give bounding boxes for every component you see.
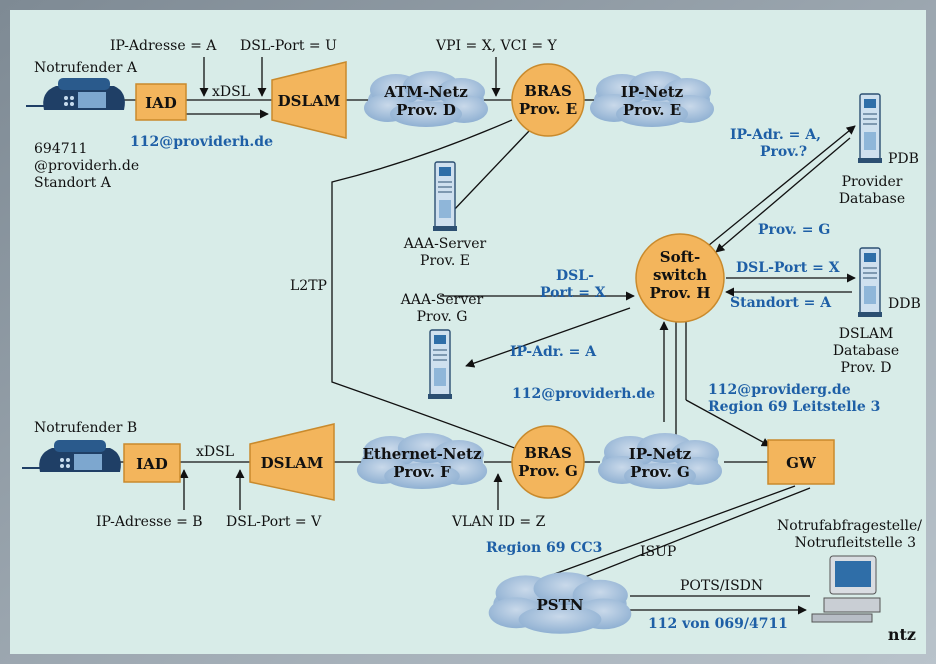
prov-g-label: Prov. = G: [758, 222, 830, 238]
cloud-icon: IP-Netz Prov. E: [590, 71, 714, 127]
standort-label: Standort = A: [730, 295, 832, 311]
connections: [44, 57, 856, 615]
pots-isdn-label: POTS/ISDN: [680, 578, 763, 594]
dslam-db-label-1: DSLAM: [839, 326, 894, 342]
cloud-icon: Ethernet-Netz Prov. F: [356, 433, 488, 489]
computer-icon: [811, 555, 881, 623]
svg-text:DSLAM: DSLAM: [278, 92, 341, 110]
svg-text:Soft-: Soft-: [660, 248, 700, 266]
provider-db-label-2: Database: [839, 191, 905, 207]
svg-text:IP-Netz: IP-Netz: [621, 83, 684, 101]
svg-text:BRAS: BRAS: [524, 444, 572, 462]
aaa-e-label-1: AAA-Server: [403, 236, 487, 252]
iad-box-b: IAD: [123, 443, 181, 483]
l2tp-label: L2TP: [290, 278, 327, 294]
xdsl-b-label: xDSL: [196, 444, 234, 460]
cloud-icon: ATM-Netz Prov. D: [364, 71, 488, 127]
notrufender-a-label: Notrufender A: [34, 60, 138, 76]
svg-text:BRAS: BRAS: [524, 82, 572, 100]
dsl-port-x-left-label-2: Port = X: [540, 285, 606, 301]
svg-text:Prov. G: Prov. G: [630, 463, 690, 481]
number-line-2: @providerh.de: [34, 158, 139, 174]
ip-adr-prov-label-2: Prov.?: [760, 144, 807, 160]
ip-adr-prov-label-1: IP-Adr. = A,: [730, 127, 821, 143]
ntz-logo: ntz: [888, 625, 916, 644]
svg-text:Prov. D: Prov. D: [396, 101, 456, 119]
bras-prov-e: BRAS Prov. E: [511, 63, 585, 137]
svg-text:DSLAM: DSLAM: [261, 454, 324, 472]
xdsl-a-label: xDSL: [212, 84, 250, 100]
vpi-vci-label: VPI = X, VCI = Y: [435, 38, 558, 54]
ddb-label: DDB: [888, 296, 921, 312]
bras-prov-g: BRAS Prov. G: [511, 425, 585, 499]
sip-gw-label-2: Region 69 Leitstelle 3: [708, 399, 880, 415]
notrufstelle-label-1: Notrufabfragestelle/: [777, 518, 922, 534]
notrufstelle-label-2: Notrufleitstelle 3: [795, 535, 916, 551]
server-icon: [857, 247, 883, 318]
ip-adresse-b-label: IP-Adresse = B: [96, 514, 203, 530]
iad-box-a: IAD: [135, 83, 187, 121]
pdb-label: PDB: [888, 151, 919, 167]
dslam-b: DSLAM: [249, 423, 335, 501]
server-icon: [857, 93, 883, 164]
dsl-port-u-label: DSL-Port = U: [240, 38, 337, 54]
dslam-db-label-3: Prov. D: [841, 360, 892, 376]
server-icon: [432, 161, 458, 232]
number-line-3: Standort A: [34, 175, 112, 191]
svg-text:Prov. E: Prov. E: [623, 101, 681, 119]
pstn-call-label: 112 von 069/4711: [648, 616, 788, 632]
provider-db-label-1: Provider: [842, 174, 903, 190]
region-cc3-label: Region 69 CC3: [486, 540, 602, 556]
notrufender-b-label: Notrufender B: [34, 420, 137, 436]
svg-text:IAD: IAD: [145, 94, 177, 112]
svg-text:Prov. F: Prov. F: [393, 463, 451, 481]
aaa-g-label-1: AAA-Server: [400, 292, 484, 308]
isup-label: ISUP: [640, 544, 676, 560]
svg-text:Prov. H: Prov. H: [649, 284, 710, 302]
aaa-e-label-2: Prov. E: [420, 253, 470, 269]
cloud-icon: PSTN: [488, 572, 632, 634]
svg-text:switch: switch: [653, 266, 707, 284]
number-line-1: 694711: [34, 141, 87, 157]
sip-address-b: 112@providerh.de: [512, 386, 655, 402]
dsl-port-v-label: DSL-Port = V: [226, 514, 322, 530]
svg-text:IAD: IAD: [136, 455, 168, 473]
vlan-label: VLAN ID = Z: [451, 514, 546, 530]
dslam-a: DSLAM: [271, 61, 347, 139]
dsl-port-x-right-label: DSL-Port = X: [736, 260, 840, 276]
server-icon: [427, 329, 453, 400]
svg-text:GW: GW: [786, 454, 817, 472]
svg-text:ATM-Netz: ATM-Netz: [383, 83, 468, 101]
svg-text:IP-Netz: IP-Netz: [629, 445, 692, 463]
svg-text:Prov. G: Prov. G: [518, 462, 578, 480]
svg-text:Prov. E: Prov. E: [519, 100, 577, 118]
aaa-g-label-2: Prov. G: [417, 309, 468, 325]
cloud-icon: IP-Netz Prov. G: [598, 433, 722, 489]
ip-adresse-a-label: IP-Adresse = A: [110, 38, 217, 54]
svg-text:PSTN: PSTN: [537, 596, 584, 614]
sip-address-a: 112@providerh.de: [130, 134, 273, 150]
sip-gw-label-1: 112@providerg.de: [708, 382, 851, 398]
ip-adr-a-label: IP-Adr. = A: [510, 344, 597, 360]
dsl-port-x-left-label-1: DSL-: [556, 268, 594, 284]
gateway-box: GW: [767, 439, 835, 485]
softswitch-prov-h: Soft- switch Prov. H: [635, 233, 725, 323]
svg-text:Ethernet-Netz: Ethernet-Netz: [362, 445, 482, 463]
dslam-db-label-2: Database: [833, 343, 899, 359]
